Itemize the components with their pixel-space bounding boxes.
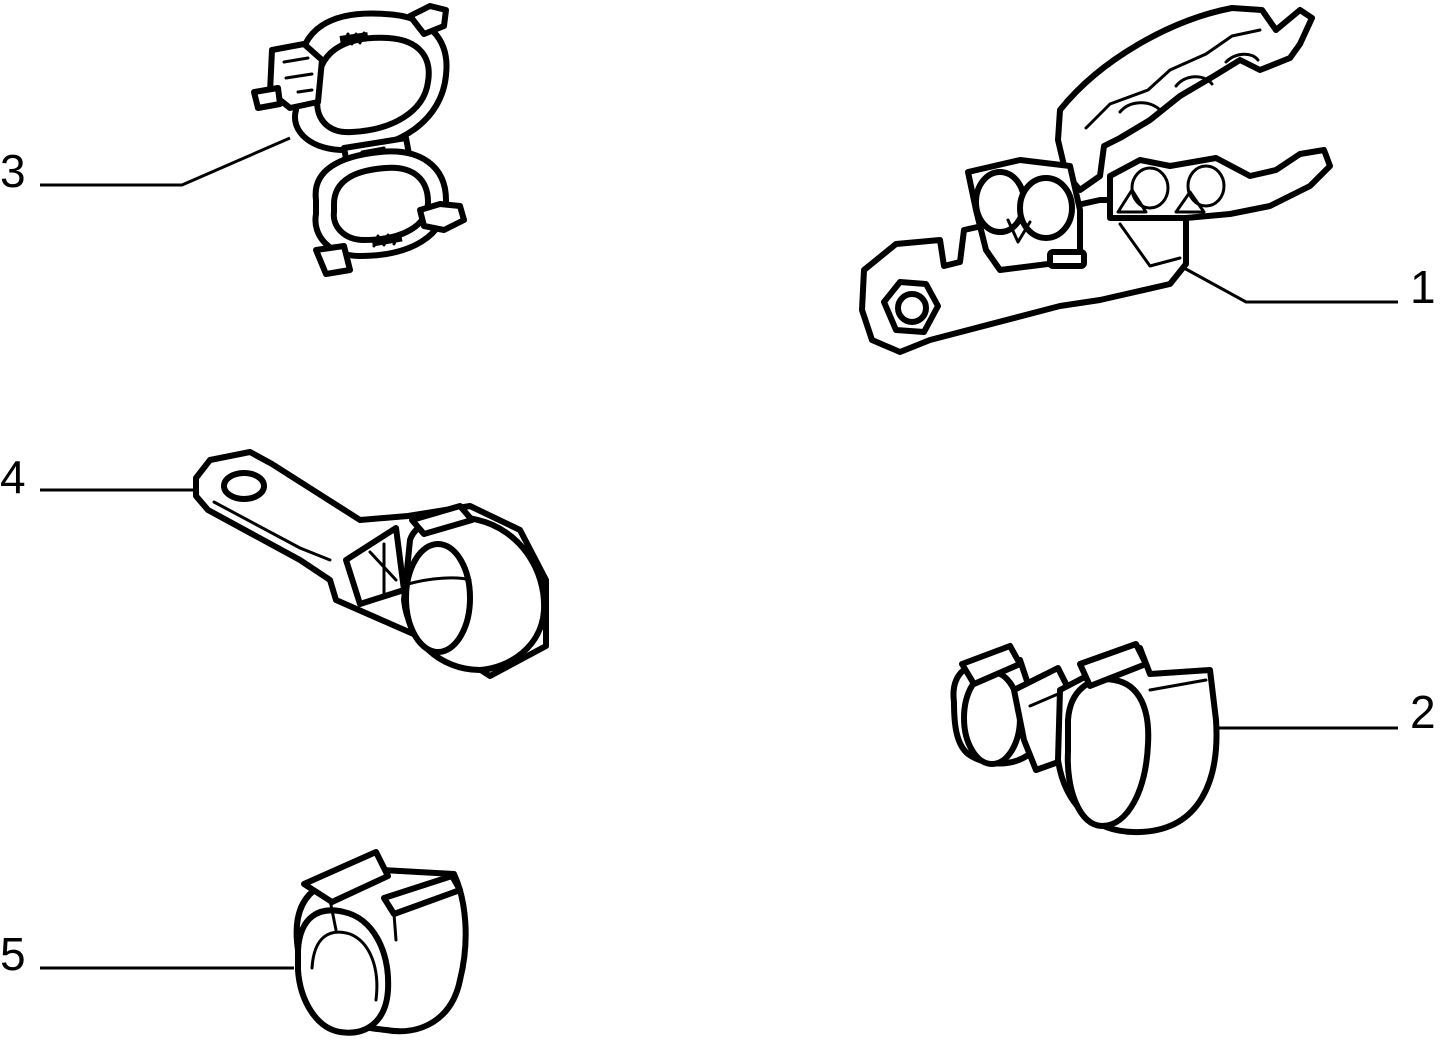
- callout-label-5: 5: [0, 928, 26, 980]
- leader-lines: [40, 136, 1398, 970]
- part-1-pipe-bracket: [859, 5, 1333, 355]
- leader-line-3: [40, 136, 291, 187]
- leader-line-1: [1183, 266, 1398, 304]
- callout-labels: 3 1 4 2 5: [0, 145, 1436, 980]
- callout-label-2: 2: [1410, 686, 1436, 738]
- callout-label-1: 1: [1410, 261, 1436, 313]
- part-2-twin-clip: [950, 641, 1220, 836]
- callout-label-3: 3: [0, 145, 26, 197]
- callout-label-4: 4: [0, 451, 26, 503]
- part-3-double-clip: [251, 3, 467, 277]
- part-4-strap-clip: [193, 449, 549, 679]
- part-5-single-clip: [293, 849, 469, 1036]
